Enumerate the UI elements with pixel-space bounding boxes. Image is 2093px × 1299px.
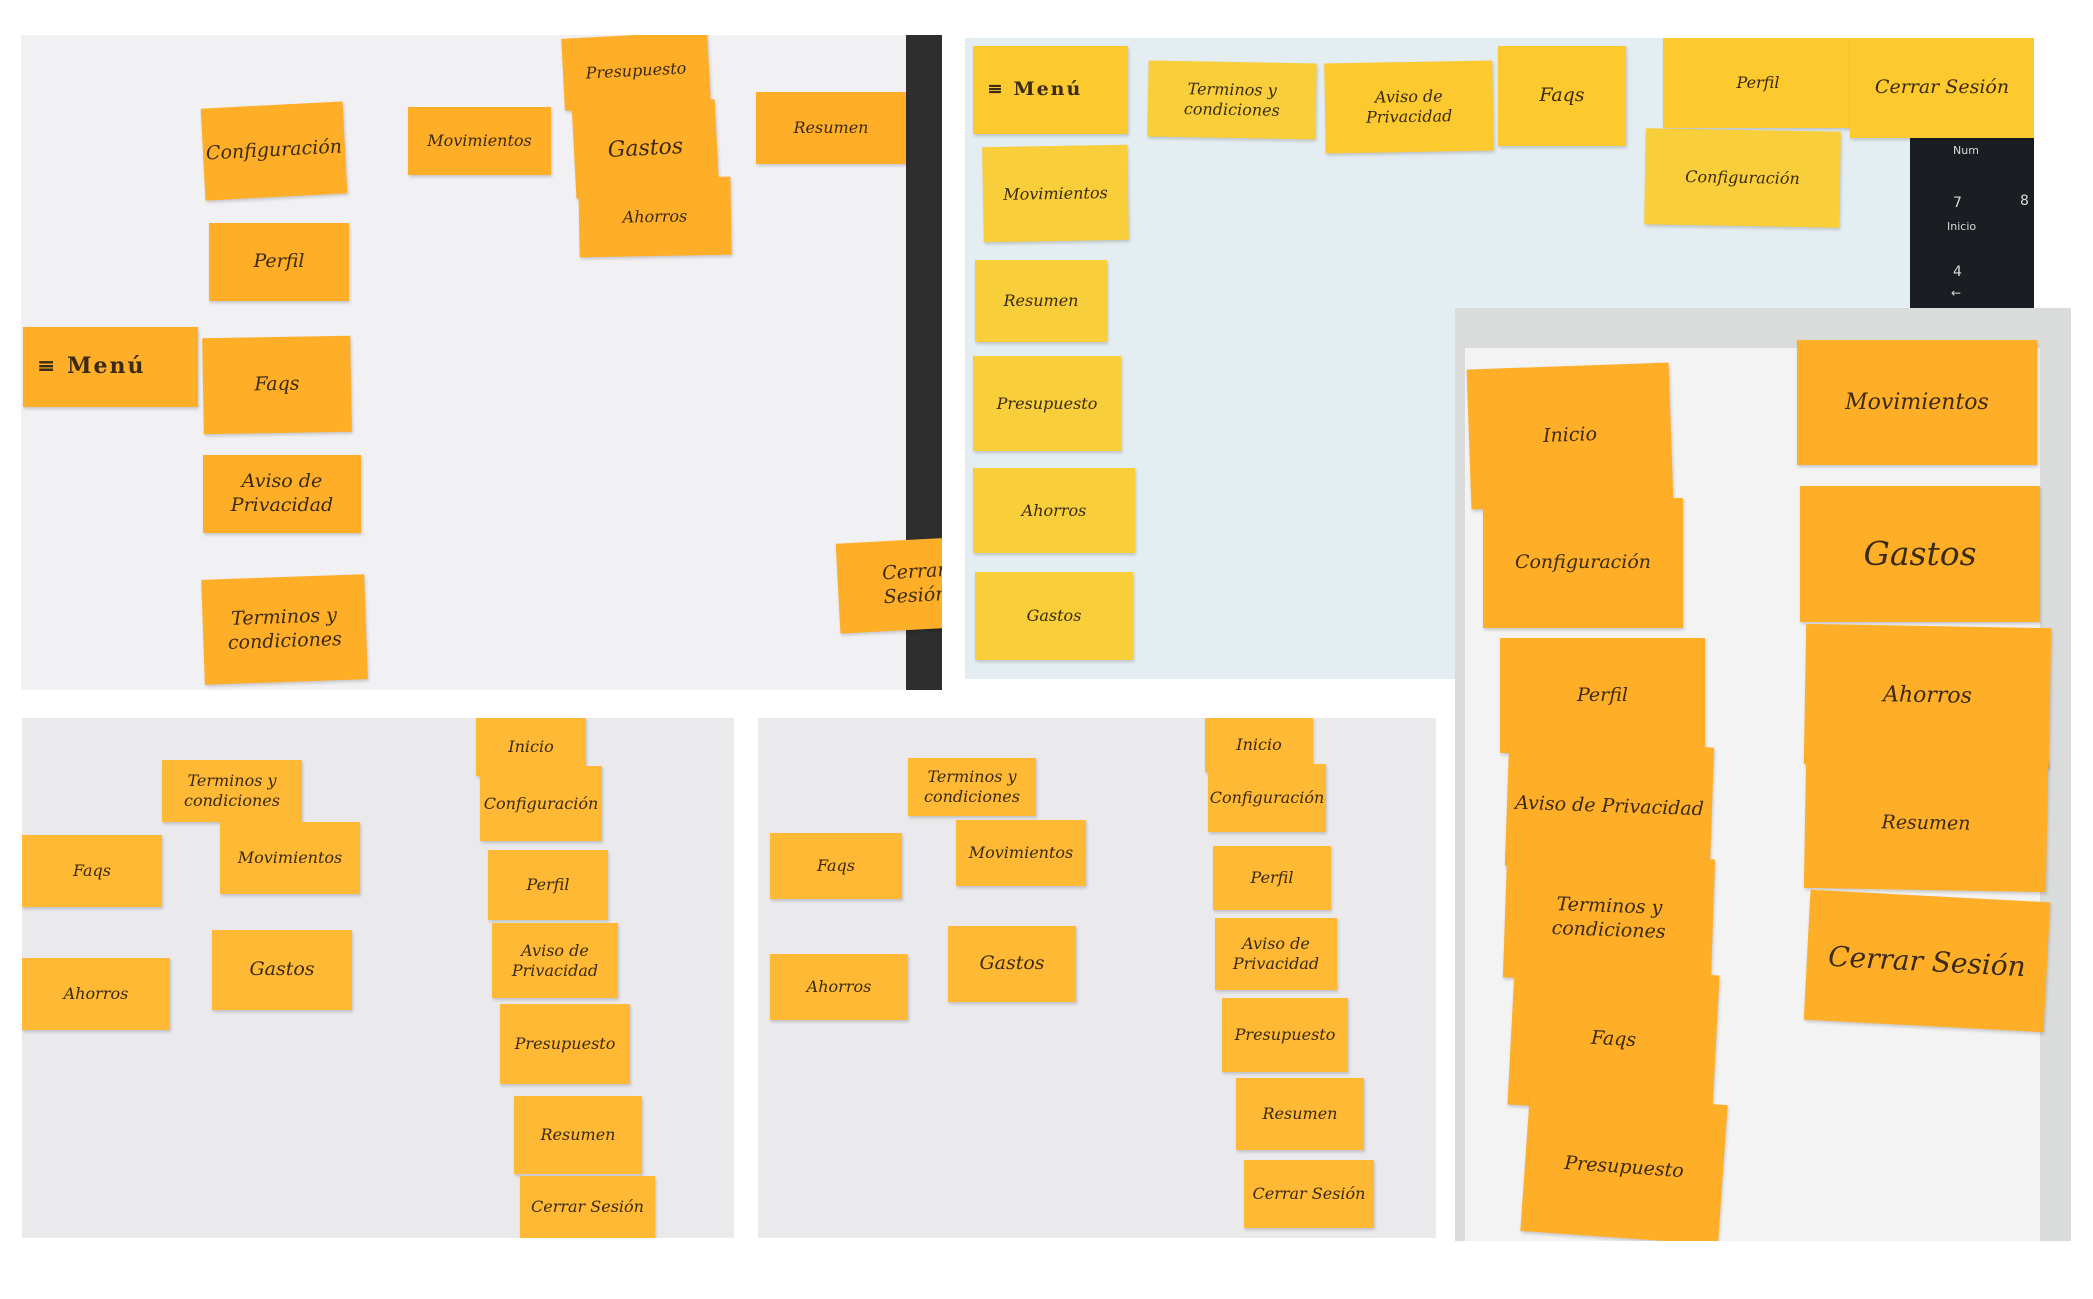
note-cerrar-sesion: Cerrar Sesión xyxy=(1244,1160,1374,1228)
note-aviso-privacidad: Aviso de Privacidad xyxy=(203,455,361,533)
note-presupuesto: Presupuesto xyxy=(1222,998,1348,1072)
note-cerrar-sesion: Cerrar Sesión xyxy=(1803,889,2051,1033)
note-faqs: Faqs xyxy=(1498,46,1626,146)
note-presupuesto: Presupuesto xyxy=(561,35,711,111)
note-terminos: Terminos y condiciones xyxy=(201,574,368,685)
note-gastos: Gastos xyxy=(948,926,1076,1002)
note-terminos: Terminos y condiciones xyxy=(908,758,1036,816)
photo-initial-sketch: ≡ Menú Configuración Perfil Faqs Aviso d… xyxy=(21,35,942,690)
note-gastos: Gastos xyxy=(1800,486,2040,622)
note-cerrar-sesion: Cerrar Sesión xyxy=(1850,38,2034,138)
note-movimientos: Movimientos xyxy=(956,820,1086,886)
keyboard-key-inicio: Inicio xyxy=(1947,220,1977,233)
note-cerrar-sesion: Cerrar Sesión xyxy=(520,1176,655,1238)
photo-two-column-layout: Inicio Configuración Perfil Aviso de Pri… xyxy=(1455,308,2071,1241)
note-resumen: Resumen xyxy=(514,1096,642,1174)
keyboard-key-arrow: ← xyxy=(1951,286,1962,300)
note-perfil: Perfil xyxy=(1213,846,1331,910)
note-faqs: Faqs xyxy=(770,833,902,899)
note-perfil: Perfil xyxy=(1663,38,1853,128)
note-ahorros: Ahorros xyxy=(1803,623,2052,769)
note-perfil: Perfil xyxy=(1500,638,1705,753)
note-movimientos: Movimientos xyxy=(982,144,1129,243)
note-resumen: Resumen xyxy=(756,92,906,164)
note-perfil: Perfil xyxy=(209,223,349,301)
note-inicio: Inicio xyxy=(1466,362,1674,510)
keyboard-key-4: 4 xyxy=(1953,264,1962,280)
note-terminos: Terminos y condiciones xyxy=(162,760,302,822)
note-configuracion: Configuración xyxy=(1208,764,1326,832)
note-presupuesto: Presupuesto xyxy=(973,356,1121,451)
note-presupuesto: Presupuesto xyxy=(1520,1091,1728,1241)
note-ahorros: Ahorros xyxy=(973,468,1135,553)
note-movimientos: Movimientos xyxy=(408,107,551,175)
note-presupuesto: Presupuesto xyxy=(500,1004,630,1084)
note-configuracion: Configuración xyxy=(480,766,602,841)
note-terminos: Terminos y condiciones xyxy=(1147,60,1317,140)
note-configuracion: Configuración xyxy=(1483,498,1683,628)
note-menu: ≡ Menú xyxy=(973,46,1128,134)
note-configuracion: Configuración xyxy=(200,101,348,201)
note-aviso-privacidad: Aviso de Privacidad xyxy=(1215,918,1337,990)
note-ahorros: Ahorros xyxy=(770,954,908,1020)
note-menu: ≡ Menú xyxy=(23,327,198,407)
photo-menu-right-column: Terminos y condiciones Faqs Movimientos … xyxy=(22,718,734,1238)
note-movimientos: Movimientos xyxy=(1797,340,2037,465)
keyboard-key-8: 8 xyxy=(2020,193,2029,209)
note-resumen: Resumen xyxy=(1803,755,2049,893)
note-gastos: Gastos xyxy=(212,930,352,1010)
keyboard-key-7: 7 xyxy=(1953,195,1962,211)
note-ahorros: Ahorros xyxy=(578,176,732,258)
photo-menu-right-column-alt: Terminos y condiciones Faqs Movimientos … xyxy=(758,718,1436,1238)
note-ahorros: Ahorros xyxy=(22,958,170,1030)
note-resumen: Resumen xyxy=(975,260,1107,342)
keyboard-key-num: Num xyxy=(1953,144,1979,157)
note-cerrar-sesion: Cerrar Sesión xyxy=(835,536,942,634)
note-inicio: Inicio xyxy=(1205,718,1313,772)
note-gastos: Gastos xyxy=(975,572,1133,660)
note-faqs: Faqs xyxy=(22,835,162,907)
note-aviso-privacidad: Aviso de Privacidad xyxy=(492,923,618,998)
note-configuracion: Configuración xyxy=(1644,128,1841,228)
note-terminos: Terminos y condiciones xyxy=(1502,852,1716,985)
note-resumen: Resumen xyxy=(1236,1078,1364,1150)
note-movimientos: Movimientos xyxy=(220,822,360,894)
note-aviso-privacidad: Aviso de Privacidad xyxy=(1324,60,1494,154)
note-faqs: Faqs xyxy=(202,335,352,435)
note-perfil: Perfil xyxy=(488,850,608,920)
